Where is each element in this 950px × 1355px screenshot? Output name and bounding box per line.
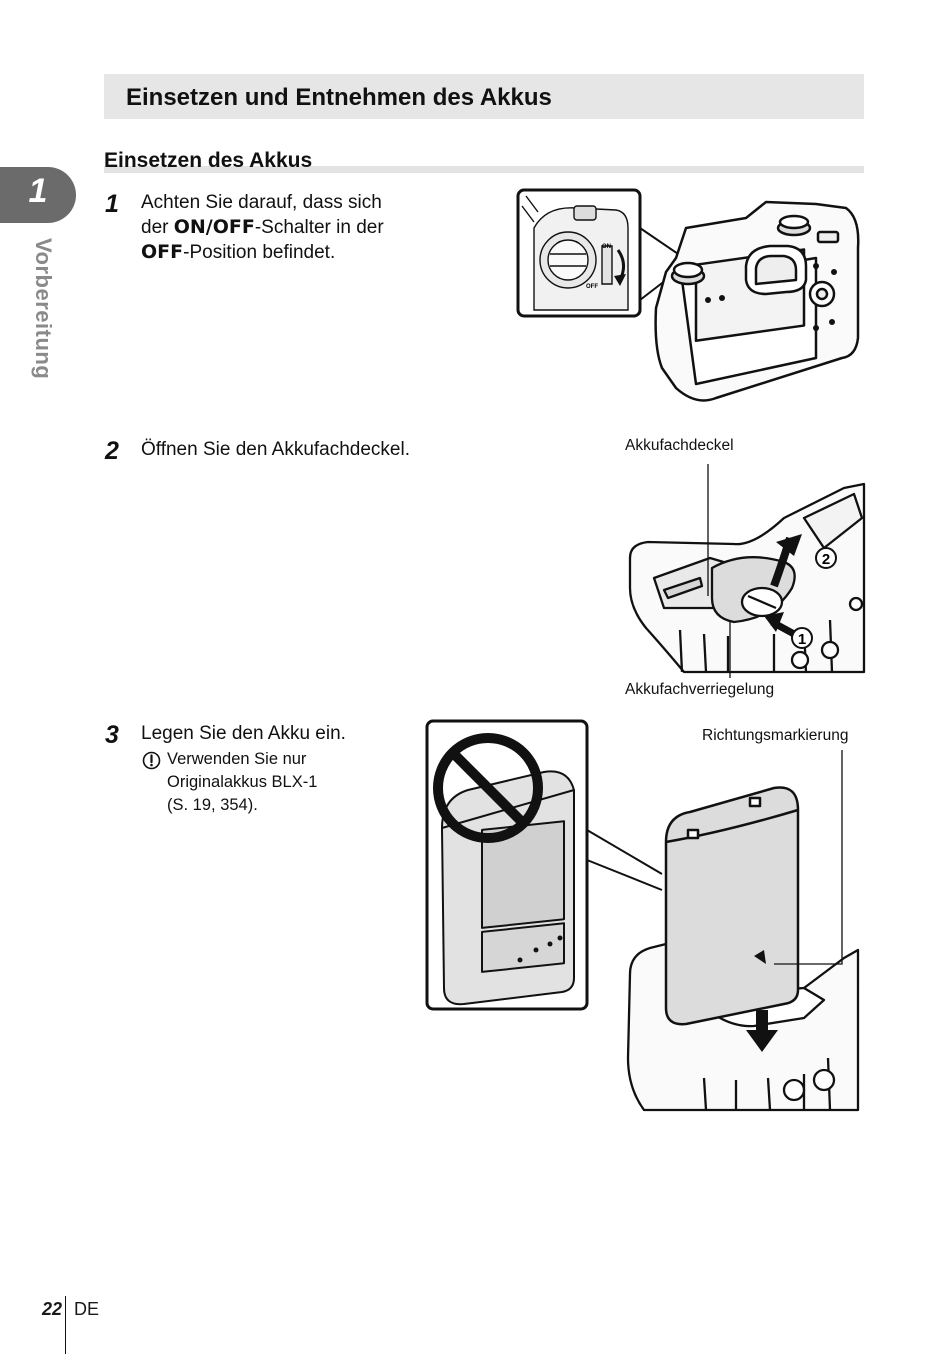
step-3-line-1: Legen Sie den Akku ein.	[141, 723, 346, 744]
step-1-number: 1	[105, 190, 119, 218]
battery-cover-label: Akkufachdeckel	[625, 437, 734, 454]
note-line-3: (S. 19, 354).	[167, 796, 258, 814]
chapter-tab	[0, 167, 76, 223]
prohibited-icon	[433, 733, 543, 843]
step-3-text: Legen Sie den Akku ein.	[141, 721, 421, 746]
step-2-number: 2	[105, 437, 119, 465]
step-1-line-3: OFF-Position befindet.	[141, 241, 336, 263]
step-1-text: Achten Sie darauf, dass sich der ON/OFF-…	[141, 190, 461, 265]
footer-divider	[65, 1296, 66, 1354]
svg-text:1: 1	[798, 631, 806, 648]
direction-mark-icon	[754, 950, 766, 964]
note-line-1: Verwenden Sie nur	[167, 750, 307, 768]
chapter-number: 1	[28, 172, 48, 210]
section-header-bar	[104, 74, 864, 119]
svg-text:OFF: OFF	[586, 284, 598, 290]
camera-power-switch-illustration: ON OFF	[516, 188, 860, 402]
caution-icon	[142, 751, 161, 770]
battery-lock-label: Akkufachverriegelung	[625, 681, 775, 698]
page-number: 22	[42, 1299, 63, 1319]
step-1-line-2: der ON/OFF-Schalter in der	[141, 216, 384, 238]
language-code: DE	[74, 1299, 100, 1319]
step-2-line-1: Öffnen Sie den Akkufachdeckel.	[141, 439, 410, 460]
step-2-text: Öffnen Sie den Akkufachdeckel.	[141, 437, 481, 462]
step-3-note: Verwenden Sie nur Originalakkus BLX-1 (S…	[167, 748, 407, 817]
svg-text:ON: ON	[602, 244, 611, 250]
svg-text:2: 2	[822, 551, 830, 568]
step-3-number: 3	[105, 721, 119, 749]
battery-insert-illustration	[425, 719, 860, 1112]
subsection-title: Einsetzen des Akkus	[104, 149, 313, 172]
direction-mark-label: Richtungsmarkierung	[702, 727, 849, 744]
subsection-rule	[104, 166, 864, 173]
battery-door-illustration: 2 1	[628, 464, 866, 678]
chapter-label: Vorbereitung	[31, 238, 56, 380]
section-title: Einsetzen und Entnehmen des Akkus	[126, 84, 552, 111]
step-1-line-1: Achten Sie darauf, dass sich	[141, 192, 382, 213]
note-line-2: Originalakkus BLX-1	[167, 773, 318, 791]
